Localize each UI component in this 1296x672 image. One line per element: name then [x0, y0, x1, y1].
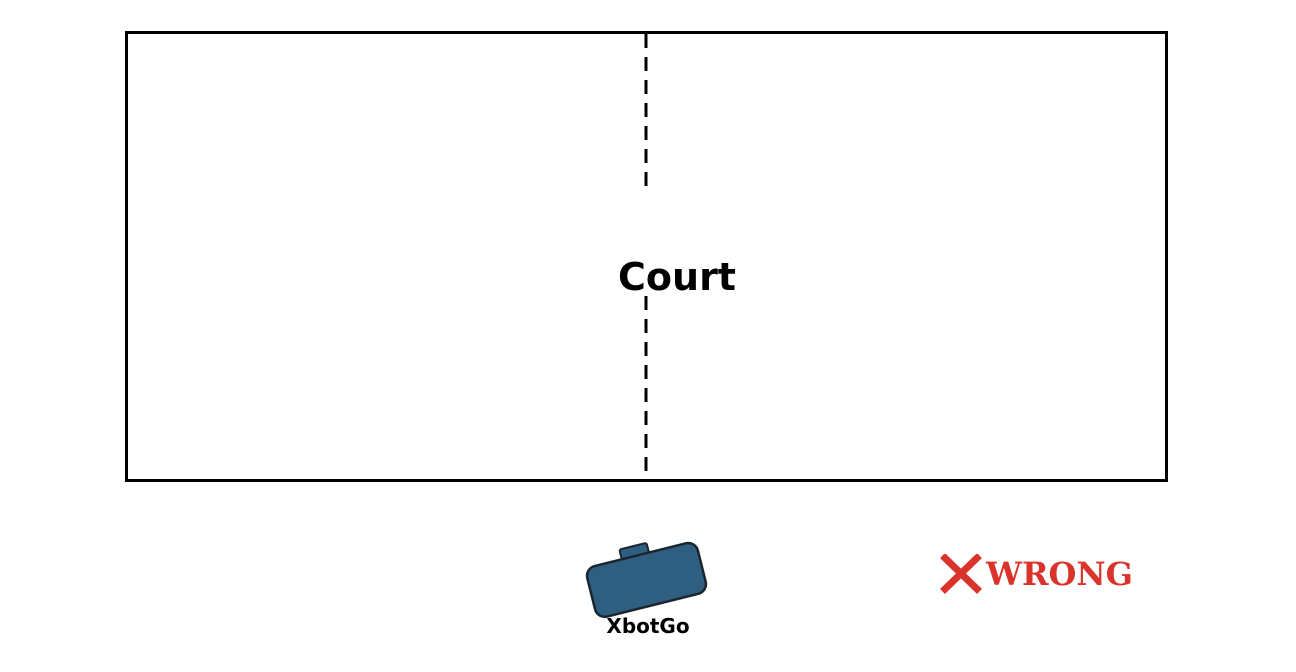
cross-icon — [940, 554, 982, 594]
verdict-text: WRONG — [986, 555, 1133, 593]
court-boundary: Court — [125, 31, 1168, 482]
camera-tracker-icon — [585, 541, 708, 619]
verdict-wrong: WRONG — [940, 552, 1133, 596]
court-label: Court — [618, 255, 736, 299]
xbotgo-device — [583, 536, 709, 620]
device-label: XbotGo — [606, 614, 690, 638]
center-line — [644, 34, 648, 479]
